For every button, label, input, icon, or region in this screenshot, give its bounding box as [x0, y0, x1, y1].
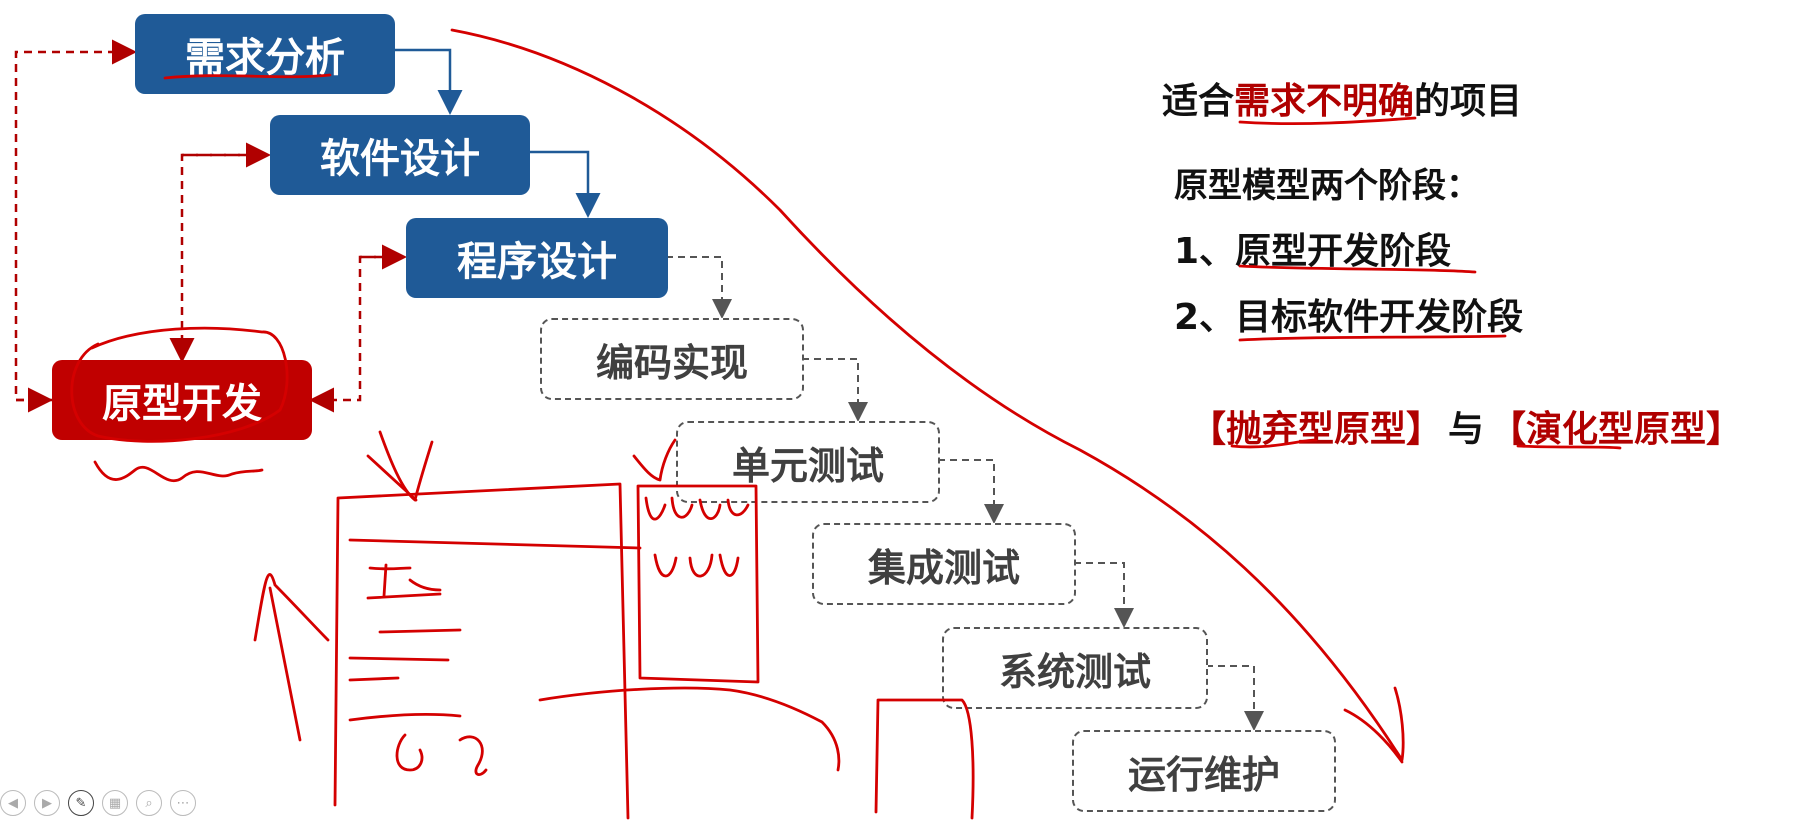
arrow-requirements-to-software-design: [393, 48, 463, 115]
ink-phone-lower-marks: [653, 553, 740, 578]
ink-page-arrow-up: [253, 573, 330, 742]
note-suitable: 适合需求不明确的项目: [1162, 72, 1522, 124]
note-suitable-suffix: 的项目: [1414, 81, 1523, 122]
note-stage-1-text: 原型开发阶段: [1235, 231, 1452, 272]
ink-page-line-1: [348, 538, 642, 550]
note-evolutionary: 【演化型原型】: [1490, 409, 1743, 450]
ink-phone-pointer: [632, 438, 677, 482]
note-and: 与: [1448, 409, 1485, 450]
node-integration-test-label: 集成测试: [867, 545, 1020, 590]
ink-right-frame: [874, 698, 975, 820]
node-program-design: 程序设计: [406, 218, 668, 298]
arrow-software-design-to-program-design: [528, 150, 601, 218]
node-system-test: 系统测试: [942, 627, 1208, 709]
node-coding: 编码实现: [540, 318, 804, 400]
note-suitable-prefix: 适合: [1162, 81, 1235, 122]
note-prototype-types: 【抛弃型原型】与【演化型原型】: [1190, 400, 1742, 452]
ink-sweep-hook: [1343, 708, 1404, 764]
ink-underline-requirements: [163, 73, 332, 80]
ink-page-text-1: [366, 563, 442, 600]
node-unit-test-label: 单元测试: [731, 443, 884, 488]
ink-squiggle: [93, 460, 264, 482]
note-stage-1: 1、原型开发阶段: [1174, 222, 1451, 274]
node-program-design-label: 程序设计: [457, 239, 617, 285]
note-throwaway: 【抛弃型原型】: [1190, 409, 1443, 450]
node-software-design-label: 软件设计: [320, 136, 480, 182]
note-suitable-highlight: 需求不明确: [1234, 81, 1415, 122]
note-stage-2-text: 目标软件开发阶段: [1235, 297, 1524, 338]
next-slide-icon[interactable]: ▶: [34, 790, 60, 816]
ink-connector-stroke: [538, 686, 841, 772]
ink-phone-top-marks: [644, 496, 750, 521]
arrow-integration-to-system: [1074, 562, 1134, 628]
slides-grid-icon[interactable]: ▦: [102, 790, 128, 816]
node-maintenance-label: 运行维护: [1127, 752, 1280, 797]
note-stage-1-num: 1、: [1174, 231, 1236, 272]
node-prototype-label: 原型开发: [102, 381, 262, 427]
ink-circle-prototype: [70, 326, 289, 443]
arrow-unit-to-integration: [938, 459, 1004, 524]
zoom-icon[interactable]: ⌕: [136, 790, 162, 816]
note-stages-title: 原型模型两个阶段：: [1174, 166, 1480, 206]
node-prototype: 原型开发: [52, 360, 312, 440]
note-stage-2: 2、目标软件开发阶段: [1174, 288, 1523, 340]
node-software-design: 软件设计: [270, 115, 530, 195]
ink-page-line-2: [378, 628, 462, 634]
presenter-toolbar: ◀ ▶ ✎ ▦ ⌕ ⋯: [0, 790, 196, 816]
ink-underline-unclear: [1238, 116, 1417, 126]
ink-underline-stage1: [1238, 264, 1477, 274]
node-integration-test: 集成测试: [812, 523, 1076, 605]
pen-icon[interactable]: ✎: [68, 790, 94, 816]
arrow-program-to-coding: [666, 256, 732, 319]
more-options-icon[interactable]: ⋯: [170, 790, 196, 816]
ink-page-line-3: [348, 656, 450, 682]
ink-page-line-4: [348, 712, 462, 722]
arrow-coding-to-unit: [802, 358, 868, 422]
arrow-system-to-maintenance: [1206, 665, 1264, 731]
ink-sweep-curve: [450, 28, 1405, 762]
node-requirements: 需求分析: [135, 14, 395, 94]
ink-underline-stage2: [1238, 334, 1507, 342]
node-requirements-label: 需求分析: [185, 35, 345, 81]
node-system-test-label: 系统测试: [998, 649, 1151, 694]
prev-slide-icon[interactable]: ◀: [0, 790, 26, 816]
node-maintenance: 运行维护: [1072, 730, 1336, 812]
note-stage-2-num: 2、: [1174, 297, 1236, 338]
ink-page-outline: [333, 482, 630, 820]
ink-page-pointer: [366, 430, 434, 502]
ink-page-figure: [395, 733, 488, 776]
node-coding-label: 编码实现: [595, 340, 748, 385]
ink-underline-evolutionary: [1516, 444, 1622, 450]
ink-phone-outline: [636, 484, 760, 684]
node-unit-test: 单元测试: [676, 421, 940, 503]
ink-underline-throwaway: [1230, 438, 1318, 449]
